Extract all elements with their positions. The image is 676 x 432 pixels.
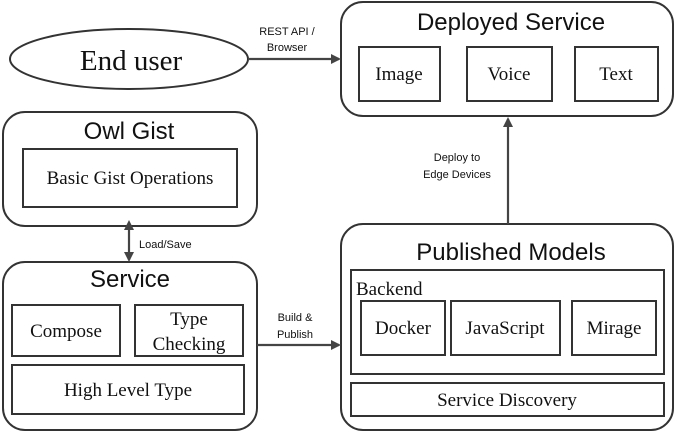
service-discovery-box [350, 382, 665, 417]
deploy-edge: Deploy to Edge Devices [423, 117, 513, 224]
published-models-panel: Published Models Backend Docker JavaScri… [340, 223, 674, 431]
high-level-type-label: High Level Type [64, 380, 192, 401]
backend-label: Backend [356, 279, 423, 300]
deploy-label-line1: Deploy to [434, 152, 480, 164]
service-title: Service [90, 266, 170, 293]
deployed-voice-label: Voice [488, 64, 531, 85]
deployed-text-box [574, 46, 659, 102]
build-publish-edge: Build & Publish [257, 312, 341, 350]
rest-api-label-line1: REST API / [259, 26, 315, 38]
end-user-label: End user [80, 45, 183, 77]
docker-box [360, 300, 446, 356]
compose-label: Compose [30, 321, 102, 342]
deployed-service-title: Deployed Service [417, 9, 605, 36]
load-save-label: Load/Save [139, 239, 192, 251]
high-level-type-box [11, 364, 245, 415]
type-checking-label-line2: Checking [153, 334, 226, 355]
service-panel: Service Compose Type Checking High Level… [2, 261, 258, 431]
basic-gist-operations-box [22, 148, 238, 208]
owl-gist-title: Owl Gist [84, 118, 175, 145]
deployed-service-panel: Deployed Service Image Voice Text [340, 1, 674, 117]
build-publish-label-line2: Publish [277, 329, 313, 341]
deployed-text-label: Text [599, 64, 633, 85]
service-discovery-label: Service Discovery [437, 390, 577, 411]
basic-gist-operations-label: Basic Gist Operations [47, 168, 214, 189]
load-save-edge: Load/Save [124, 220, 192, 262]
mirage-box [571, 300, 657, 356]
rest-api-edge: REST API / Browser [248, 26, 341, 64]
compose-box [11, 304, 121, 357]
rest-api-label-line2: Browser [267, 42, 308, 54]
build-publish-label-line1: Build & [278, 312, 314, 324]
type-checking-box [134, 304, 244, 357]
deployed-image-label: Image [375, 64, 422, 85]
docker-label: Docker [375, 318, 432, 339]
javascript-label: JavaScript [465, 318, 545, 339]
published-models-title: Published Models [416, 239, 605, 266]
type-checking-label-line1: Type [170, 309, 208, 330]
deployed-voice-box [466, 46, 553, 102]
javascript-box [450, 300, 561, 356]
owl-gist-panel: Owl Gist Basic Gist Operations [2, 111, 258, 227]
mirage-label: Mirage [587, 318, 642, 339]
end-user-node: End user [9, 28, 249, 90]
deployed-image-box [358, 46, 441, 102]
deploy-label-line2: Edge Devices [423, 169, 491, 181]
